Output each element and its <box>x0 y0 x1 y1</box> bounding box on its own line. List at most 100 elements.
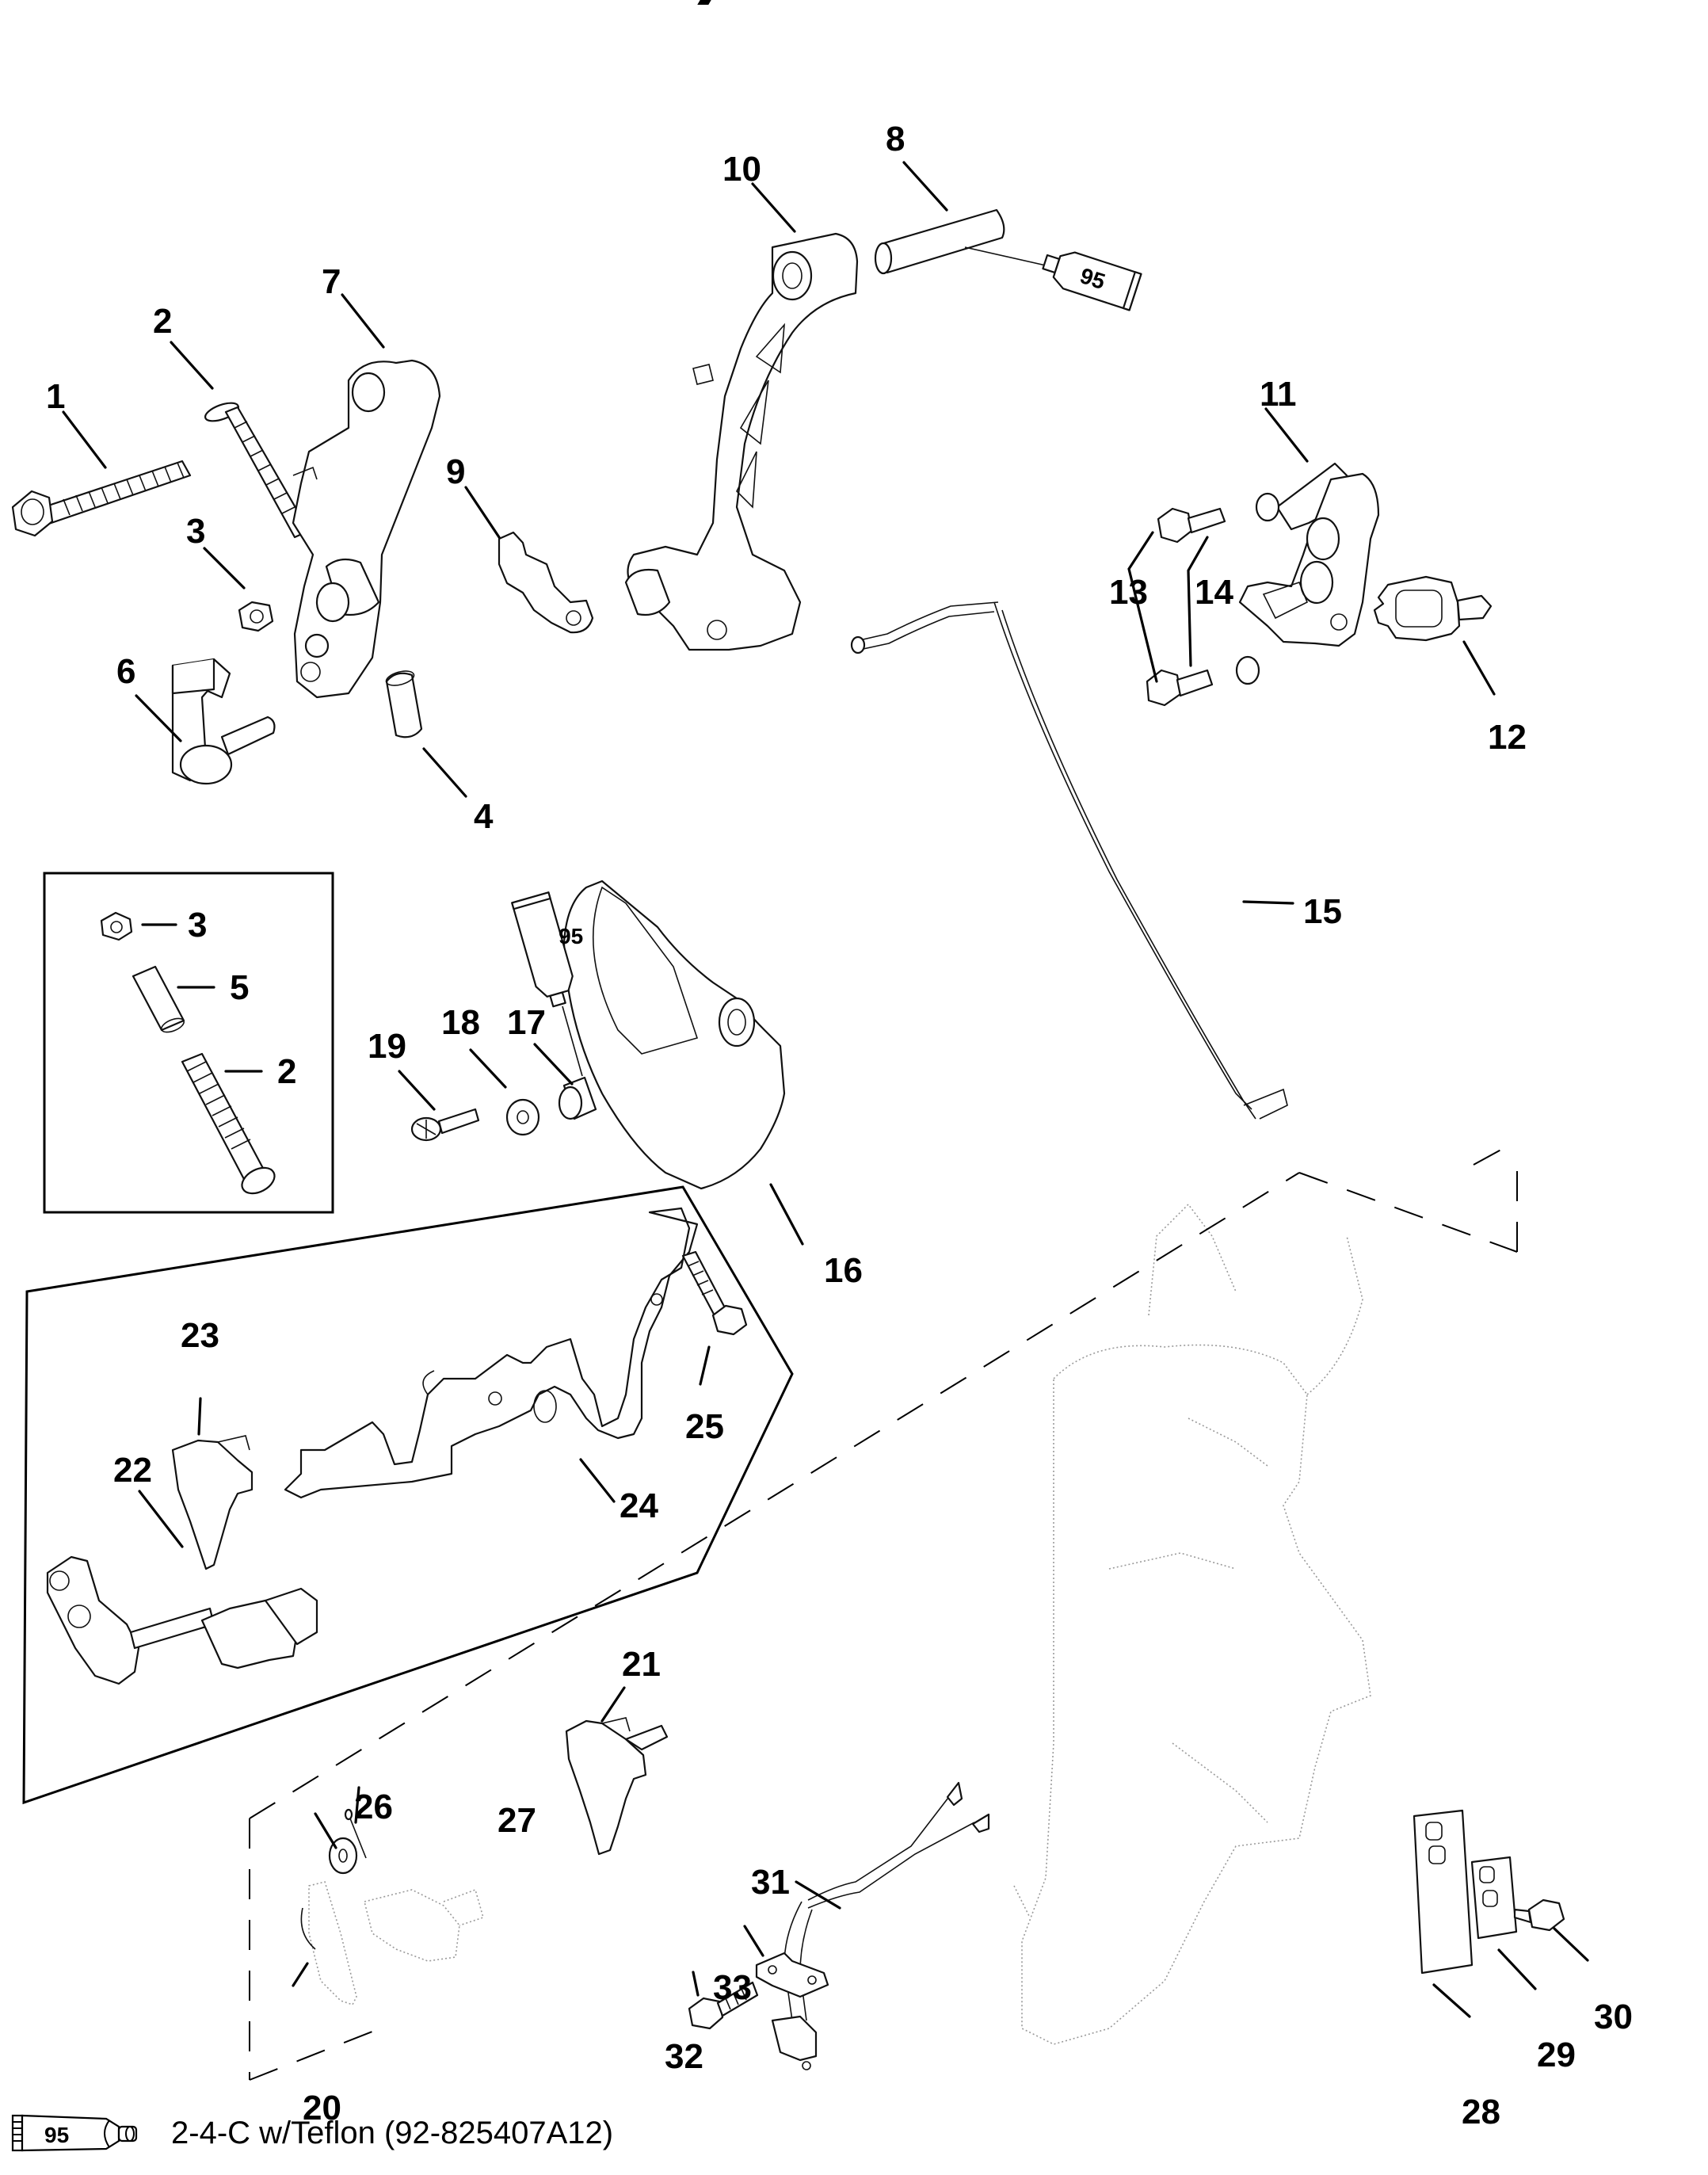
label-20: 20 <box>303 2089 341 2127</box>
label-inset-5: 5 <box>230 968 249 1007</box>
leader-3 <box>203 547 246 590</box>
leader-4 <box>422 747 467 798</box>
engine-housing-outline <box>1013 1203 1371 2045</box>
part-9-link-icon <box>498 531 594 634</box>
label-23: 23 <box>181 1316 219 1355</box>
lubricant-tube-icon-top: 95 <box>1042 251 1142 311</box>
leader-20 <box>292 1962 309 1987</box>
lubricant-tube-icon-middle: 95 <box>511 891 583 1008</box>
leader-23 <box>197 1397 202 1436</box>
lube-pointer-line-2 <box>562 1005 583 1077</box>
label-18: 18 <box>441 1003 480 1042</box>
leader-14 <box>1187 536 1209 667</box>
leader-16 <box>769 1183 804 1246</box>
sub-assembly-box <box>22 1185 794 1805</box>
part-24-bracket-icon <box>284 1207 699 1499</box>
label-13: 13 <box>1109 573 1148 612</box>
legend-tube-code: 95 <box>44 2123 69 2147</box>
part-21-cam-icon <box>565 1717 669 1856</box>
label-28: 28 <box>1462 2093 1500 2131</box>
label-24: 24 <box>620 1486 658 1525</box>
part-31-harness-icon <box>771 1781 990 2070</box>
part-17-bushing-icon <box>558 1076 597 1120</box>
label-30: 30 <box>1594 1998 1633 2036</box>
leader-13 <box>1127 531 1158 683</box>
part-12-plate-icon <box>1373 575 1493 642</box>
part-6-latch-icon <box>171 658 276 785</box>
label-12: 12 <box>1488 718 1527 757</box>
label-1: 1 <box>46 377 65 416</box>
leader-8 <box>902 161 948 212</box>
label-26: 26 <box>354 1788 393 1826</box>
leader-1 <box>62 410 107 469</box>
leader-28 <box>1432 1983 1471 2018</box>
leader-19 <box>398 1070 436 1111</box>
label-2: 2 <box>153 302 172 341</box>
part-32-bolt-icon <box>688 1981 759 2030</box>
label-6: 6 <box>116 652 135 691</box>
part-10-bracket-icon <box>624 232 859 651</box>
leader-18 <box>469 1048 507 1089</box>
label-11: 11 <box>1260 375 1297 414</box>
part-27-cotter-pin-icon <box>344 1808 367 1859</box>
part-22-shaft-icon <box>46 1555 318 1685</box>
label-33: 33 <box>713 1968 752 2007</box>
lube-pointer-line <box>964 246 1047 266</box>
part-4-bushing-icon <box>385 670 423 738</box>
leader-26 <box>314 1812 337 1849</box>
inset-box: 3 5 2 <box>43 872 334 1214</box>
label-27: 27 <box>498 1801 536 1840</box>
leader-24 <box>579 1458 616 1503</box>
part-30-bolt-icon <box>1513 1898 1565 1932</box>
dashed-assembly-outline <box>249 1140 1518 2081</box>
label-inset-2: 2 <box>277 1052 296 1091</box>
inset-screw-icon <box>181 1052 276 1195</box>
leader-25 <box>699 1345 711 1386</box>
label-19: 19 <box>368 1027 406 1066</box>
label-7: 7 <box>322 262 341 301</box>
part-19-screw-icon <box>410 1108 480 1142</box>
leader-32 <box>692 1971 700 1997</box>
leader-15 <box>1242 900 1294 905</box>
leader-31 <box>795 1880 841 1910</box>
label-22: 22 <box>113 1451 152 1490</box>
label-15: 15 <box>1303 892 1342 931</box>
label-8: 8 <box>886 120 905 158</box>
svg-text:95: 95 <box>559 924 583 948</box>
label-14: 14 <box>1195 573 1233 612</box>
part-33-plate-icon <box>755 1952 829 1998</box>
part-20-shaft-assembly-icon <box>300 1881 484 2005</box>
leader-12 <box>1462 640 1496 696</box>
label-21: 21 <box>622 1645 661 1684</box>
label-29: 29 <box>1537 2036 1576 2074</box>
inset-sleeve-icon <box>132 965 185 1033</box>
leader-29 <box>1497 1948 1537 1990</box>
part-7-lever-arm-icon <box>292 359 441 699</box>
part-29-shim-icon <box>1470 1856 1518 1940</box>
part-16-cover-icon <box>562 880 786 1190</box>
part-1-bolt-icon <box>11 460 192 537</box>
part-18-washer-icon <box>505 1098 540 1136</box>
leader-7 <box>341 293 385 349</box>
label-32: 32 <box>665 2037 703 2076</box>
label-3: 3 <box>186 512 205 551</box>
leader-17 <box>533 1043 574 1086</box>
lubricant-tube-icon: 95 <box>11 2114 138 2152</box>
legend-description: 2-4-C w/Teflon (92-825407A12) <box>171 2115 614 2150</box>
part-11-bracket-icon <box>1238 462 1380 647</box>
part-25-bolt-icon <box>681 1250 748 1336</box>
part-23-cam-icon <box>171 1435 254 1570</box>
leader-6 <box>135 694 182 742</box>
leader-22 <box>138 1490 184 1548</box>
label-31: 31 <box>751 1863 790 1902</box>
inset-nut-icon <box>100 911 133 941</box>
leader-33 <box>743 1925 764 1957</box>
label-10: 10 <box>722 150 761 189</box>
part-2-screw-icon <box>204 402 311 539</box>
lubricant-legend: 95 2-4-C w/Teflon (92-825407A12) <box>11 2109 613 2157</box>
label-17: 17 <box>507 1003 546 1042</box>
label-9: 9 <box>446 452 465 491</box>
leader-2 <box>170 341 214 390</box>
part-15-rod-icon <box>850 601 1288 1120</box>
